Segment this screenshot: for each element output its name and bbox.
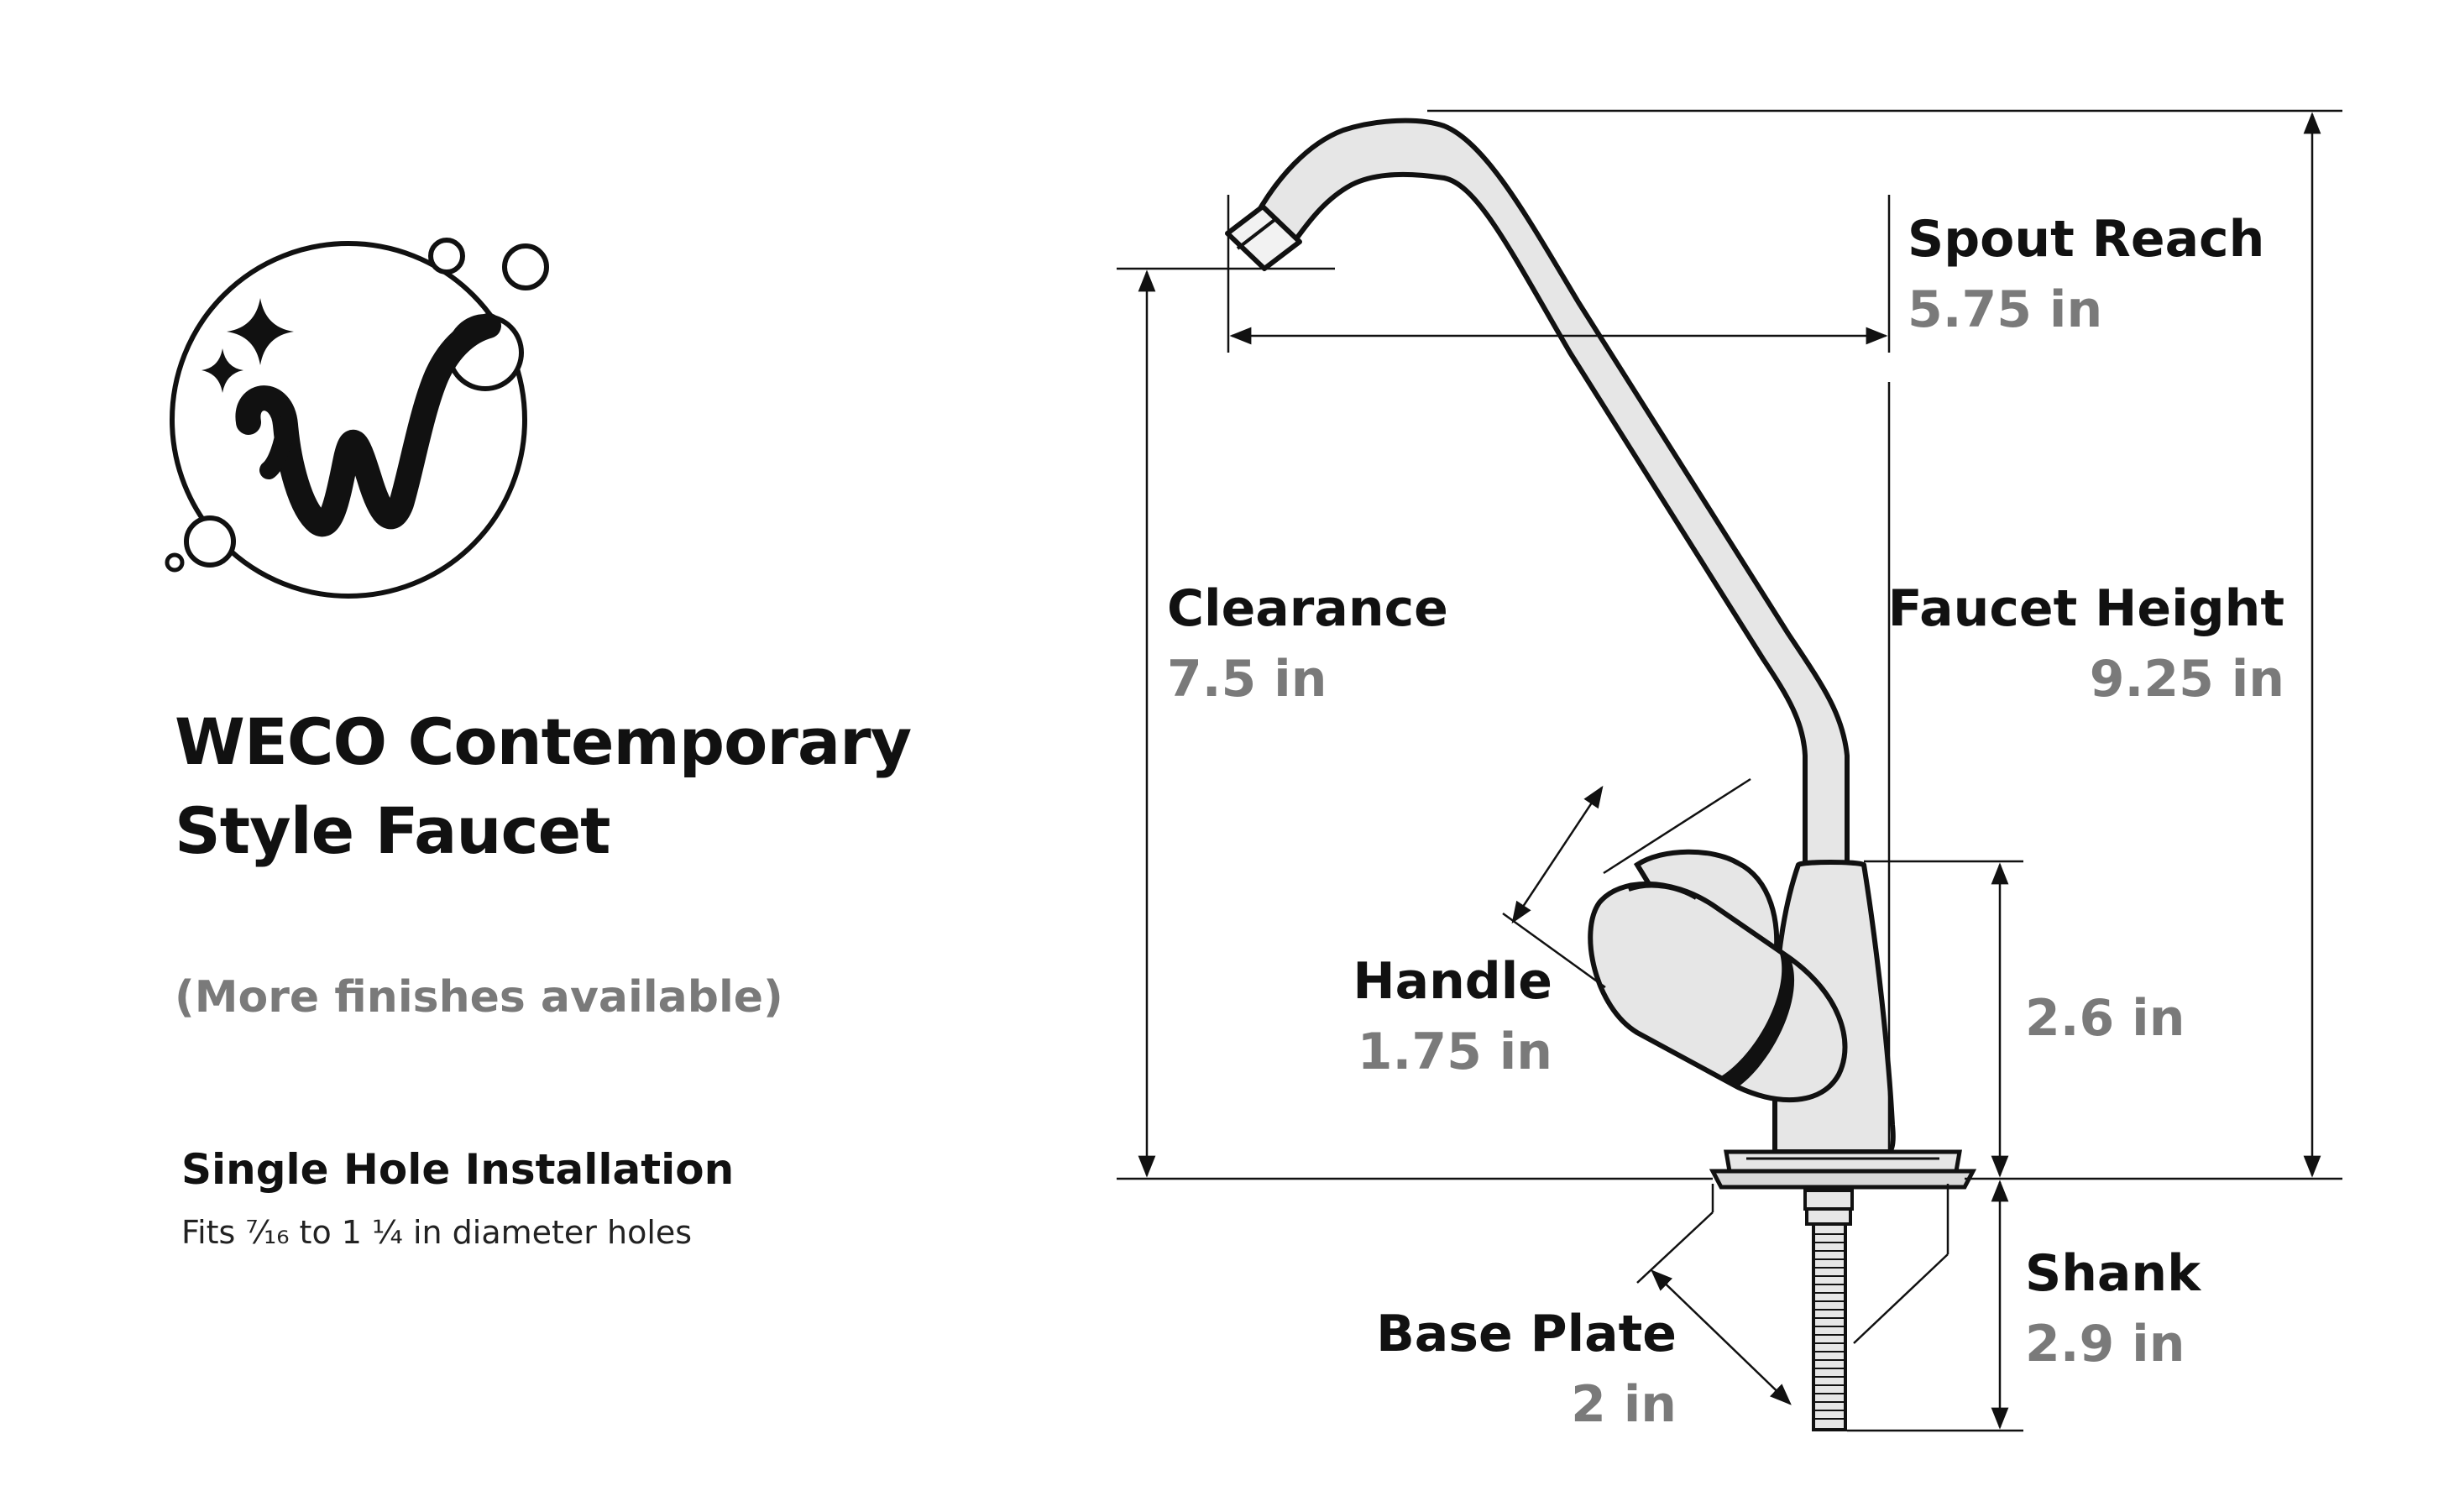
shank-label: Shank [2025,1244,2201,1303]
base-plate-label: Base Plate [1376,1305,1677,1363]
product-title-line2: Style Faucet [175,793,610,868]
installation-detail: Fits ⁷⁄₁₆ to 1 ¼ in diameter holes [181,1214,693,1251]
extension-lines [1117,109,2342,1432]
base-plate-dimension [1651,1269,1792,1405]
handle-label: Handle [1353,952,1552,1011]
weco-logo-icon [165,238,549,599]
installation-heading: Single Hole Installation [181,1145,735,1194]
faucet-height-value: 9.25 in [2089,650,2284,709]
base-plate [1709,1149,1977,1190]
handle-value: 1.75 in [1357,1023,1552,1081]
clearance-label: Clearance [1167,579,1448,638]
base-plate-value: 2 in [1571,1375,1677,1434]
handle-dimension [1511,785,1604,924]
shank [1803,1189,1854,1431]
spout-reach-value: 5.75 in [1908,280,2103,339]
spout-tube [1225,118,1850,867]
product-title-line1: WECO Contemporary [175,704,912,779]
shank-value: 2.9 in [2025,1315,2185,1373]
spout-reach-label: Spout Reach [1908,210,2265,269]
finishes-note: (More finishes available) [175,972,783,1023]
faucet-height-label: Faucet Height [1887,579,2284,638]
faucet-handle [1588,849,1848,1102]
dimension-lines [1138,112,2321,1430]
body-height-value: 2.6 in [2025,989,2185,1048]
clearance-value: 7.5 in [1167,650,1327,709]
